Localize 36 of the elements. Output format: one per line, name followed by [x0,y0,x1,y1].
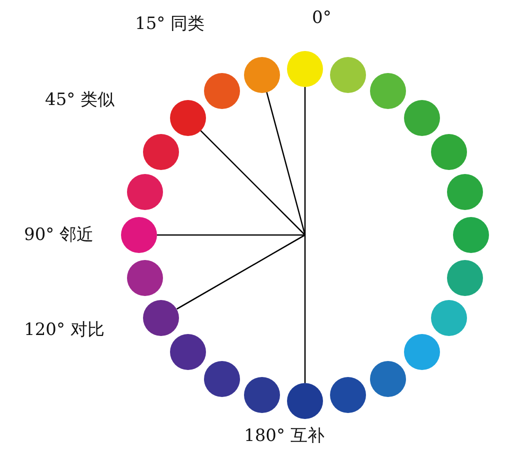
angle-label: 45° 类似 [45,89,115,111]
color-circle [370,73,406,110]
angle-label: 15° 同类 [135,13,205,35]
color-circle [330,56,366,93]
color-circle [447,174,484,210]
angle-line [157,234,305,236]
color-circle [287,51,323,87]
angle-line [304,235,306,383]
angle-label: 0° [312,8,332,28]
color-circle [143,134,180,170]
color-circle [121,217,157,253]
color-circle [204,360,240,397]
color-circle [430,134,467,170]
color-circle [453,217,489,253]
color-circle [204,73,240,110]
color-circle [330,377,366,414]
color-circle [404,100,440,136]
angle-label: 90° 邻近 [24,224,94,246]
color-circle [126,260,163,296]
color-circle [244,377,280,414]
color-circle [404,334,440,370]
color-circle [287,383,323,419]
angle-line [304,87,306,235]
angle-line [266,92,306,236]
color-circle [430,300,467,336]
color-circle [143,300,180,336]
color-circle [370,360,406,397]
color-circle [126,174,163,210]
color-circle [170,334,206,370]
angle-label: 120° 对比 [24,319,104,341]
color-circle [447,260,484,296]
angle-line [176,234,306,310]
angle-label: 180° 互补 [244,425,324,447]
color-circle [244,56,280,93]
angle-line [200,130,306,236]
color-circle [170,100,206,136]
